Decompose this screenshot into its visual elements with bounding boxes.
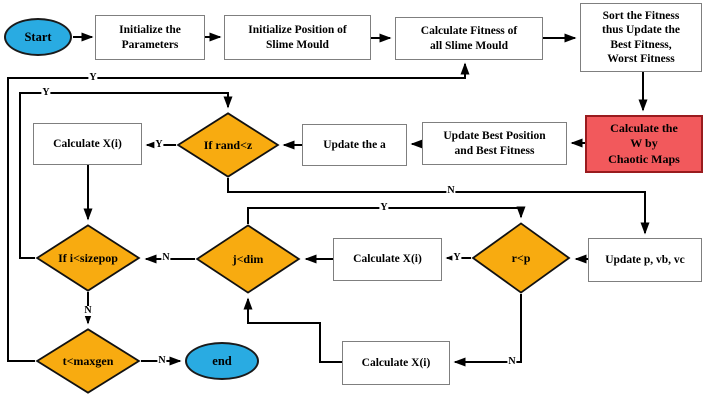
node-calculate-xi-bottom: Calculate X(i) [342,341,450,385]
node-sort-fitness: Sort the Fitness thus Update the Best Fi… [580,3,702,72]
node-end: end [185,342,259,380]
edge-label-yes: Y [379,202,389,213]
node-start: Start [4,18,72,56]
edge-label-yes: Y [452,252,462,263]
diamond-shape [471,222,571,294]
decision-label: If i<sizepop [58,250,118,265]
decision-label: j<dim [232,251,264,266]
node-j-dim: j<dim [195,224,301,294]
node-calculate-fitness: Calculate Fitness of all Slime Mould [395,17,543,60]
node-t-maxgen: t<maxgen [35,328,141,394]
edge-label-no: N [507,356,517,367]
diamond-shape [35,328,141,394]
decision-label: r<p [511,250,531,265]
node-if-i-sizepop: If i<sizepop [35,224,141,292]
edge-label-yes: Y [88,72,98,83]
node-update-best-position: Update Best Position and Best Fitness [422,122,567,165]
node-initialize-position: Initialize Position of Slime Mould [224,15,371,60]
node-if-rand-z: If rand<z [176,112,280,178]
edge-label-yes: Y [41,87,51,98]
node-update-the-a: Update the a [302,124,407,166]
node-initialize-parameters: Initialize the Parameters [95,15,205,60]
diamond-shape [35,224,141,292]
node-calculate-xi-middle: Calculate X(i) [333,238,442,281]
node-calculate-xi-left: Calculate X(i) [33,123,142,165]
node-r-p: r<p [471,222,571,294]
edge-label-no: N [157,355,167,366]
diamond-shape [176,112,280,178]
node-update-p-vb-vc: Update p, vb, vc [588,238,702,282]
diamond-shape [195,224,301,294]
edge-label-no: N [161,252,171,263]
edge-label-no: N [446,185,456,196]
edge-label-no: N [83,305,93,316]
edge-label-yes: Y [154,139,164,150]
node-calculate-w-chaotic-maps: Calculate the W by Chaotic Maps [585,115,703,173]
decision-label: If rand<z [203,137,253,152]
decision-label: t<maxgen [62,353,114,368]
